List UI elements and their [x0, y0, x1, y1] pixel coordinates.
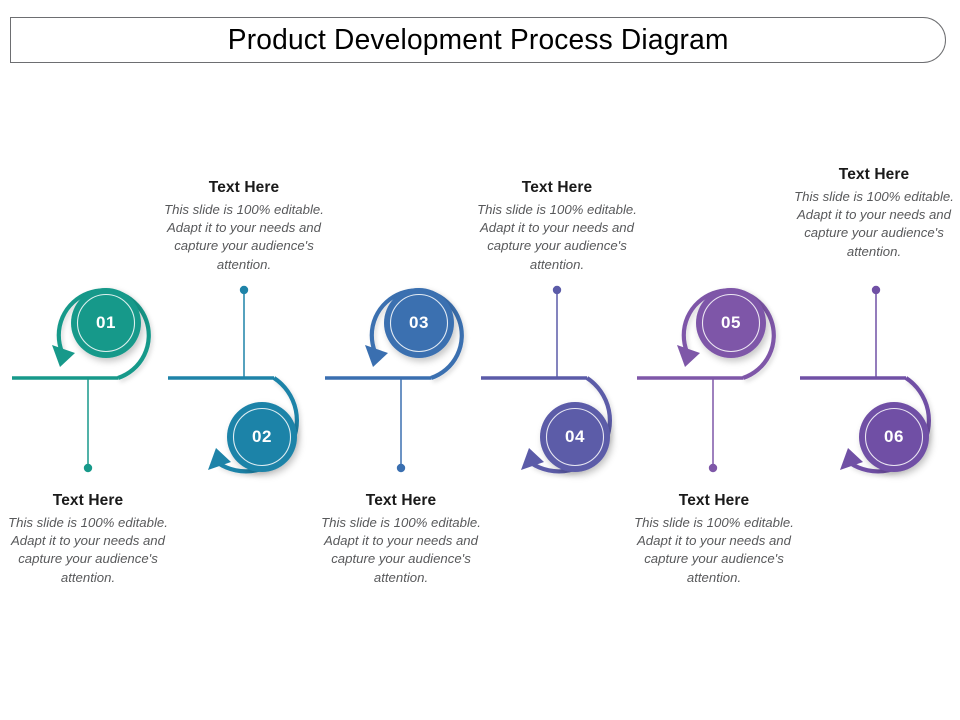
step-06-heading: Text Here [838, 166, 910, 183]
step-05-text-block: Text Here This slide is 100% editable. A… [624, 492, 804, 587]
page-title: Product Development Process Diagram [227, 23, 729, 56]
step-04-body: This slide is 100% editable. Adapt it to… [477, 202, 637, 272]
step-02-disc [227, 402, 297, 472]
step-05-arrowhead-down [677, 345, 700, 367]
step-04-heading: Text Here [521, 179, 593, 196]
step-03-connector-dot [396, 463, 406, 473]
step-06-arrowhead-up [840, 448, 863, 470]
step-03-heading: Text Here [365, 492, 437, 509]
step-02-arrowhead-up [208, 448, 231, 470]
step-01-number: 01 [96, 313, 116, 332]
step-02-heading: Text Here [208, 179, 280, 196]
step-03-arrowhead-down [365, 345, 388, 367]
step-02-body: This slide is 100% editable. Adapt it to… [164, 202, 324, 272]
step-05-heading: Text Here [678, 492, 750, 509]
title-frame: Product Development Process Diagram [10, 17, 946, 63]
step-03-number: 03 [409, 313, 429, 332]
step-01-group[interactable] [12, 288, 151, 473]
step-06-number: 06 [884, 427, 904, 446]
step-01-connector-dot [83, 463, 93, 473]
step-02-inner-ring [232, 407, 292, 467]
step-01-disc [71, 288, 141, 358]
step-05-connector-dot [708, 463, 718, 473]
step-03-inner-ring [389, 293, 449, 353]
step-05-number: 05 [721, 313, 741, 332]
step-01-body: This slide is 100% editable. Adapt it to… [8, 515, 168, 585]
step-06-text-block: Text Here This slide is 100% editable. A… [784, 166, 960, 261]
step-02-connector-dot [239, 285, 249, 295]
step-04-text-block: Text Here This slide is 100% editable. A… [467, 179, 647, 274]
step-06-inner-ring [864, 407, 924, 467]
step-06-disc [859, 402, 929, 472]
step-02-group[interactable] [168, 285, 299, 474]
step-01-heading: Text Here [52, 492, 124, 509]
step-01-arrowhead-down [52, 345, 75, 367]
step-04-connector-dot [552, 285, 562, 295]
step-03-disc [384, 288, 454, 358]
step-04-number: 04 [565, 427, 585, 446]
step-05-inner-ring [701, 293, 761, 353]
step-06-group[interactable] [800, 285, 931, 474]
step-01-inner-ring [76, 293, 136, 353]
step-06-connector-dot [871, 285, 881, 295]
step-06-body: This slide is 100% editable. Adapt it to… [794, 189, 954, 259]
step-04-inner-ring [545, 407, 605, 467]
step-04-arrowhead-up [521, 448, 544, 470]
step-03-text-block: Text Here This slide is 100% editable. A… [311, 492, 491, 587]
step-02-number: 02 [252, 427, 272, 446]
step-04-disc [540, 402, 610, 472]
step-03-body: This slide is 100% editable. Adapt it to… [321, 515, 481, 585]
step-02-text-block: Text Here This slide is 100% editable. A… [154, 179, 334, 274]
step-03-group[interactable] [325, 288, 464, 473]
step-01-text-block: Text Here This slide is 100% editable. A… [0, 492, 178, 587]
step-04-group[interactable] [481, 285, 612, 474]
step-05-group[interactable] [637, 288, 776, 473]
step-05-body: This slide is 100% editable. Adapt it to… [634, 515, 794, 585]
step-05-disc [696, 288, 766, 358]
